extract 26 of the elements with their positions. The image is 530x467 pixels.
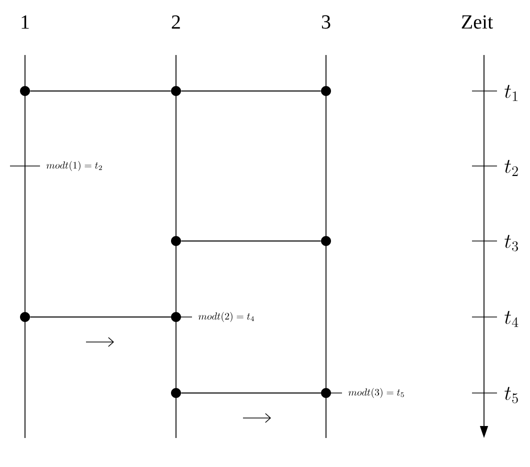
message-line	[30, 316, 172, 318]
event-dot	[321, 388, 331, 398]
event-dot	[171, 236, 181, 246]
message-line	[180, 392, 322, 394]
event-dot	[171, 86, 181, 96]
time-label: $t_1$	[504, 84, 518, 101]
process-number: 1	[22, 15, 29, 29]
event-dot	[171, 312, 181, 322]
time-label: $t_2$	[504, 160, 518, 176]
event-dot	[321, 86, 331, 96]
event-dot	[171, 388, 181, 398]
time-label: $t_4$	[504, 310, 518, 327]
process-number: 3	[322, 15, 330, 29]
message-line	[180, 90, 322, 92]
event-dot	[20, 312, 30, 322]
message-line	[180, 240, 322, 242]
formula-label: $modt(1) = t_2$	[46, 161, 102, 172]
formula-label: $modt(3) = t_5$	[348, 388, 404, 398]
formula-label: $modt(2) = t_4$	[198, 312, 254, 322]
event-dot	[321, 236, 331, 246]
message-line	[30, 90, 172, 92]
process-number: 2	[172, 15, 180, 29]
time-label: $t_3$	[504, 234, 518, 252]
event-dot	[20, 86, 30, 96]
time-label: $t_5$	[504, 386, 518, 404]
axis-title: Zeit	[462, 15, 493, 29]
